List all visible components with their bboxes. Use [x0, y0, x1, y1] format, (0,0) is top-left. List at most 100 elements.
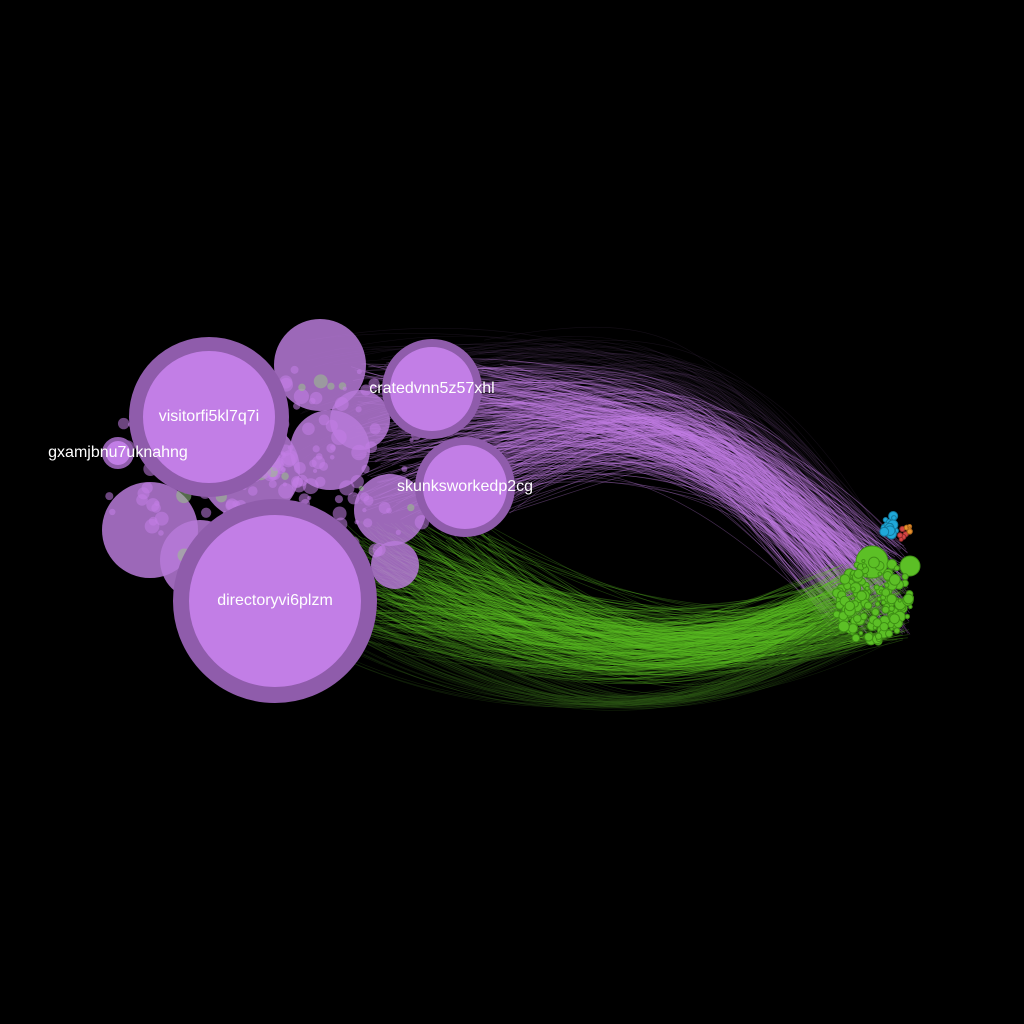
graph-edge — [450, 397, 903, 632]
graph-edge — [478, 462, 836, 609]
graph-edge — [504, 448, 898, 554]
graph-node — [312, 445, 320, 453]
graph-edge — [516, 391, 844, 589]
graph-edge — [456, 576, 860, 688]
node-cratedvnn5z57xhl[interactable] — [382, 339, 482, 439]
graph-edge — [412, 529, 877, 649]
graph-node — [886, 558, 898, 570]
graph-edge — [346, 615, 908, 643]
graph-node — [360, 384, 372, 396]
graph-edge — [400, 383, 897, 572]
graph-edge — [402, 596, 897, 704]
graph-edge — [421, 605, 895, 702]
graph-edge — [453, 595, 904, 654]
graph-edge — [346, 579, 847, 676]
graph-edge — [402, 582, 890, 697]
graph-edge — [487, 449, 879, 599]
graph-node — [881, 605, 890, 614]
graph-node — [342, 386, 347, 391]
graph-edge — [381, 539, 886, 657]
graph-edge — [442, 436, 858, 620]
graph-edge — [479, 531, 857, 655]
graph-edge — [455, 367, 872, 556]
graph-edge — [449, 571, 896, 668]
graph-edge — [409, 580, 885, 701]
graph-edge — [396, 428, 898, 609]
graph-edge — [387, 591, 867, 637]
graph-edge — [424, 395, 894, 587]
graph-edge — [367, 590, 891, 651]
graph-node — [287, 444, 294, 451]
graph-edge — [402, 571, 894, 654]
graph-edge — [368, 586, 861, 650]
graph-edge — [317, 607, 861, 703]
graph-edge — [466, 577, 893, 631]
graph-edge — [352, 594, 849, 670]
graph-edge — [475, 569, 845, 662]
graph-edge — [415, 562, 876, 654]
graph-edge — [366, 616, 872, 655]
graph-edge — [339, 567, 836, 664]
graph-edge — [424, 569, 891, 617]
graph-edge — [389, 596, 842, 697]
graph-edge — [350, 559, 906, 612]
graph-edge — [492, 363, 877, 605]
graph-edge — [459, 551, 896, 656]
graph-edge — [394, 425, 864, 607]
node-directoryvi6plzm[interactable] — [173, 499, 377, 703]
graph-edge — [447, 545, 890, 649]
graph-edge — [452, 342, 841, 561]
graph-edge — [332, 585, 867, 667]
graph-node — [361, 464, 370, 474]
graph-edge — [424, 596, 854, 652]
graph-edge — [441, 374, 844, 595]
graph-edge — [381, 578, 887, 634]
node-gxamjbnu7uknahng[interactable] — [102, 437, 134, 469]
graph-edge — [387, 553, 843, 610]
graph-edge — [442, 583, 883, 663]
graph-edge — [386, 602, 858, 636]
graph-edge — [440, 390, 895, 627]
graph-edge — [455, 570, 883, 621]
graph-edge — [364, 612, 841, 670]
graph-edge — [461, 381, 851, 606]
graph-node — [904, 613, 910, 620]
graph-edge — [439, 336, 848, 591]
graph-node — [291, 477, 307, 493]
graph-edge — [403, 590, 833, 639]
graph-node — [864, 632, 874, 642]
graph-edge — [416, 599, 904, 634]
graph-node — [851, 633, 861, 643]
graph-edge — [475, 380, 897, 629]
graph-edge — [399, 620, 869, 704]
graph-node — [339, 480, 355, 496]
graph-edge — [406, 582, 883, 655]
graph-edge — [372, 592, 871, 642]
graph-edge — [489, 371, 844, 547]
graph-edge — [454, 524, 900, 661]
graph-node — [853, 614, 862, 623]
graph-edge — [497, 458, 857, 604]
graph-edge — [506, 445, 845, 574]
graph-edge — [331, 578, 873, 635]
graph-edge — [350, 561, 905, 633]
graph-edge — [343, 589, 868, 672]
graph-edge — [432, 551, 895, 626]
graph-edge — [467, 346, 859, 550]
node-visitorfi5kl7q7i[interactable] — [129, 337, 289, 497]
graph-edge — [394, 602, 880, 625]
graph-edge — [466, 360, 898, 590]
graph-edge — [462, 375, 844, 562]
graph-edge — [429, 575, 901, 668]
graph-edge — [441, 617, 897, 642]
graph-node — [879, 622, 889, 632]
graph-node — [889, 613, 900, 625]
graph-edge — [410, 615, 878, 663]
graph-edge — [361, 569, 840, 651]
node-skunksworkedp2cg[interactable] — [415, 437, 515, 537]
graph-edge — [415, 416, 888, 602]
graph-edge — [429, 616, 886, 707]
graph-edge — [487, 544, 879, 661]
graph-edge — [435, 423, 887, 629]
graph-node — [334, 495, 344, 504]
